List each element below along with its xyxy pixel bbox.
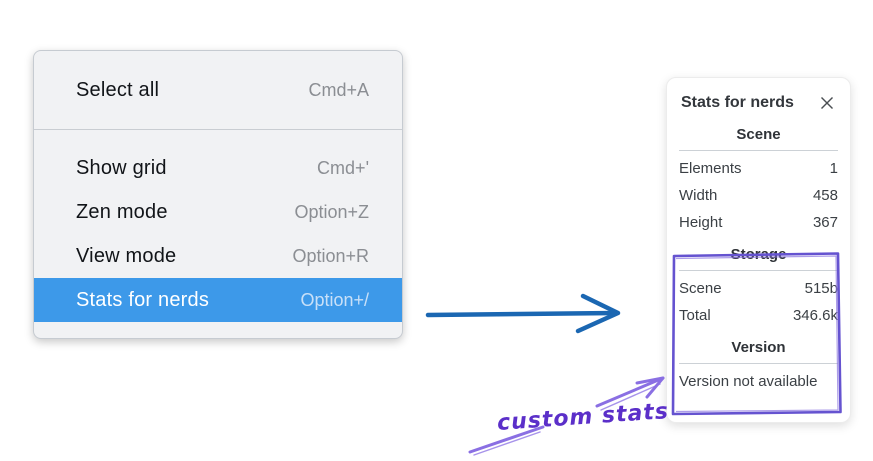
version-note: Version not available <box>679 373 818 390</box>
stat-row-height: Height 367 <box>679 209 838 236</box>
annotation-text: custom stats <box>496 399 670 436</box>
stats-section-storage: Storage Scene 515b Total 346.6k <box>667 246 850 329</box>
menu-item-show-grid[interactable]: Show grid Cmd+' <box>34 146 402 190</box>
menu-item-select-all[interactable]: Select all Cmd+A <box>34 68 402 112</box>
menu-divider <box>34 129 402 130</box>
stats-section-title: Scene <box>736 126 781 143</box>
stat-label: Height <box>679 214 723 231</box>
stat-label: Scene <box>679 280 722 297</box>
stats-section-title: Version <box>731 339 786 356</box>
stats-panel-title: Stats for nerds <box>681 94 794 111</box>
stats-panel: Stats for nerds Scene Elements 1 Width 4… <box>666 77 851 423</box>
stat-row-scene-storage: Scene 515b <box>679 275 838 302</box>
stat-label: Total <box>679 307 711 324</box>
stat-value: 367 <box>812 214 838 231</box>
menu-item-shortcut: Option+Z <box>294 201 369 222</box>
stats-section-title: Storage <box>730 246 787 263</box>
stat-row-total-storage: Total 346.6k <box>679 302 838 329</box>
menu-item-label: Select all <box>76 78 160 101</box>
section-divider <box>679 270 838 271</box>
stat-label: Elements <box>679 160 742 177</box>
menu-item-shortcut: Option+R <box>292 245 369 266</box>
stat-value: 458 <box>812 187 838 204</box>
menu-item-label: View mode <box>76 244 177 267</box>
stat-row-elements: Elements 1 <box>679 155 838 182</box>
stat-row-width: Width 458 <box>679 182 838 209</box>
section-divider <box>679 150 838 151</box>
stat-value: 346.6k <box>792 307 838 324</box>
stat-value: 1 <box>829 160 838 177</box>
menu-section-top: Select all Cmd+A <box>34 51 402 129</box>
stat-label: Width <box>679 187 718 204</box>
stats-section-version: Version Version not available <box>667 339 850 395</box>
menu-item-shortcut: Cmd+A <box>308 79 369 100</box>
menu-item-view-mode[interactable]: View mode Option+R <box>34 234 402 278</box>
menu-item-label: Show grid <box>76 156 167 179</box>
menu-item-label: Stats for nerds <box>76 288 210 311</box>
stat-value: 515b <box>804 280 838 297</box>
menu-item-shortcut: Cmd+' <box>317 157 369 178</box>
menu-section-view: Show grid Cmd+' Zen mode Option+Z View m… <box>34 130 402 338</box>
section-divider <box>679 363 838 364</box>
blue-arrow <box>425 293 621 334</box>
menu-item-label: Zen mode <box>76 200 168 223</box>
context-menu: Select all Cmd+A Show grid Cmd+' Zen mod… <box>33 50 403 339</box>
stats-panel-header: Stats for nerds <box>667 90 850 116</box>
menu-item-shortcut: Option+/ <box>300 289 369 310</box>
menu-item-zen-mode[interactable]: Zen mode Option+Z <box>34 190 402 234</box>
menu-item-stats-for-nerds[interactable]: Stats for nerds Option+/ <box>34 278 402 322</box>
close-icon[interactable] <box>818 94 836 112</box>
stats-section-scene: Scene Elements 1 Width 458 Height 367 <box>667 126 850 236</box>
